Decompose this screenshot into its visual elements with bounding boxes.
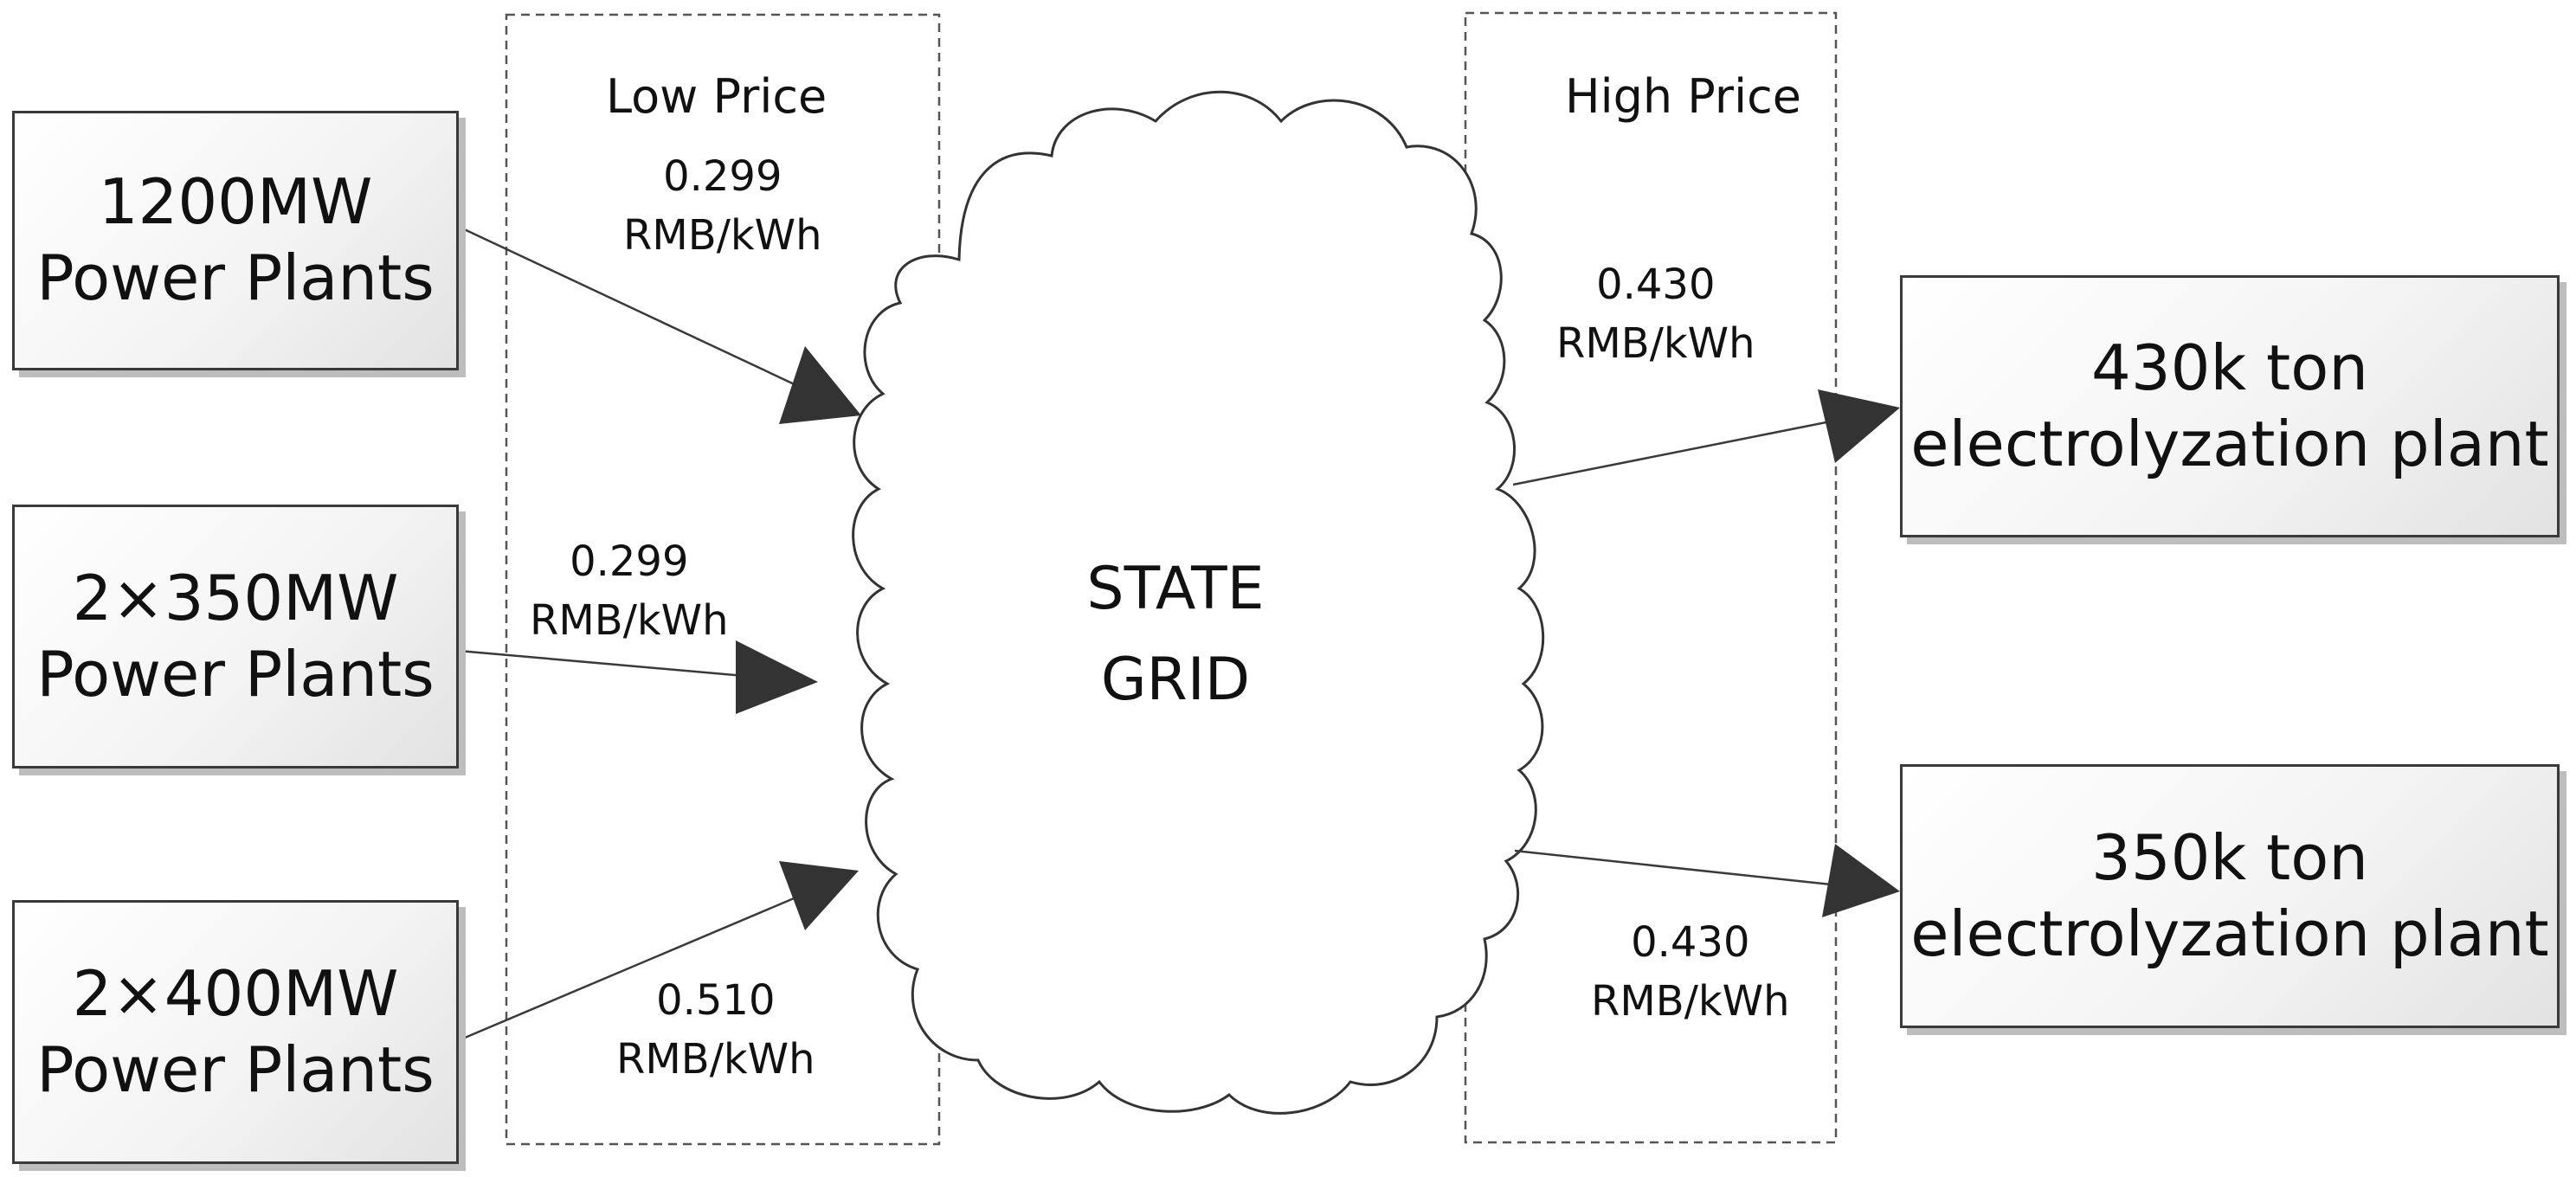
source-box-1200mw-line2: Power Plants <box>36 241 435 314</box>
source-box-2x400mw-line1: 2×400MW <box>72 956 399 1030</box>
state-grid-line1: STATE <box>1086 555 1265 623</box>
consumer-box-350k-line2: electrolyzation plant <box>1910 897 2549 970</box>
arrowhead-2x400mw <box>779 861 859 930</box>
arrowhead-350k <box>1822 844 1900 917</box>
source-box-2x350mw: 2×350MW Power Plants <box>12 505 459 769</box>
price-label-2x400mw-unit: RMB/kWh <box>616 1035 815 1084</box>
consumer-box-430k: 430k ton electrolyzation plant <box>1900 275 2560 537</box>
price-label-2x350mw-value: 0.299 <box>570 537 689 586</box>
state-grid-label: STATE GRID <box>1046 543 1305 726</box>
price-label-1200mw-value: 0.299 <box>663 152 782 201</box>
price-label-430k: 0.430 RMB/kWh <box>1556 255 1755 373</box>
arrowhead-430k <box>1818 389 1900 463</box>
price-label-2x350mw-unit: RMB/kWh <box>530 596 729 646</box>
arrowhead-2x350mw <box>736 640 818 714</box>
consumer-box-350k: 350k ton electrolyzation plant <box>1900 764 2560 1028</box>
price-label-430k-value: 0.430 <box>1596 260 1716 309</box>
price-label-350k: 0.430 RMB/kWh <box>1591 913 1790 1031</box>
price-label-2x350mw: 0.299 RMB/kWh <box>530 532 729 650</box>
consumer-box-430k-line1: 430k ton <box>2091 331 2368 404</box>
consumer-box-350k-line1: 350k ton <box>2091 820 2368 894</box>
price-label-350k-unit: RMB/kWh <box>1591 977 1790 1026</box>
consumer-box-430k-line2: electrolyzation plant <box>1910 407 2549 480</box>
arrowhead-1200mw <box>779 346 861 424</box>
price-label-1200mw-unit: RMB/kWh <box>623 211 822 260</box>
source-box-2x350mw-line2: Power Plants <box>36 637 435 711</box>
price-label-350k-value: 0.430 <box>1631 918 1750 967</box>
connector-2x400mw-to-grid <box>458 871 856 1042</box>
source-box-2x350mw-line1: 2×350MW <box>72 561 399 634</box>
source-box-2x400mw-line2: Power Plants <box>36 1032 435 1106</box>
state-grid-line2: GRID <box>1100 646 1251 715</box>
low-price-heading: Low Price <box>606 69 828 124</box>
price-label-2x400mw: 0.510 RMB/kWh <box>616 971 815 1089</box>
price-label-1200mw: 0.299 RMB/kWh <box>623 147 822 265</box>
price-label-2x400mw-value: 0.510 <box>656 976 776 1025</box>
state-grid-cloud <box>852 90 1545 1115</box>
source-box-1200mw-line1: 1200MW <box>98 165 373 239</box>
source-box-1200mw: 1200MW Power Plants <box>12 111 459 370</box>
connector-1200mw-to-grid <box>458 225 858 415</box>
price-label-430k-unit: RMB/kWh <box>1556 319 1755 369</box>
high-price-heading: High Price <box>1565 69 1802 124</box>
source-box-2x400mw: 2×400MW Power Plants <box>12 900 459 1164</box>
